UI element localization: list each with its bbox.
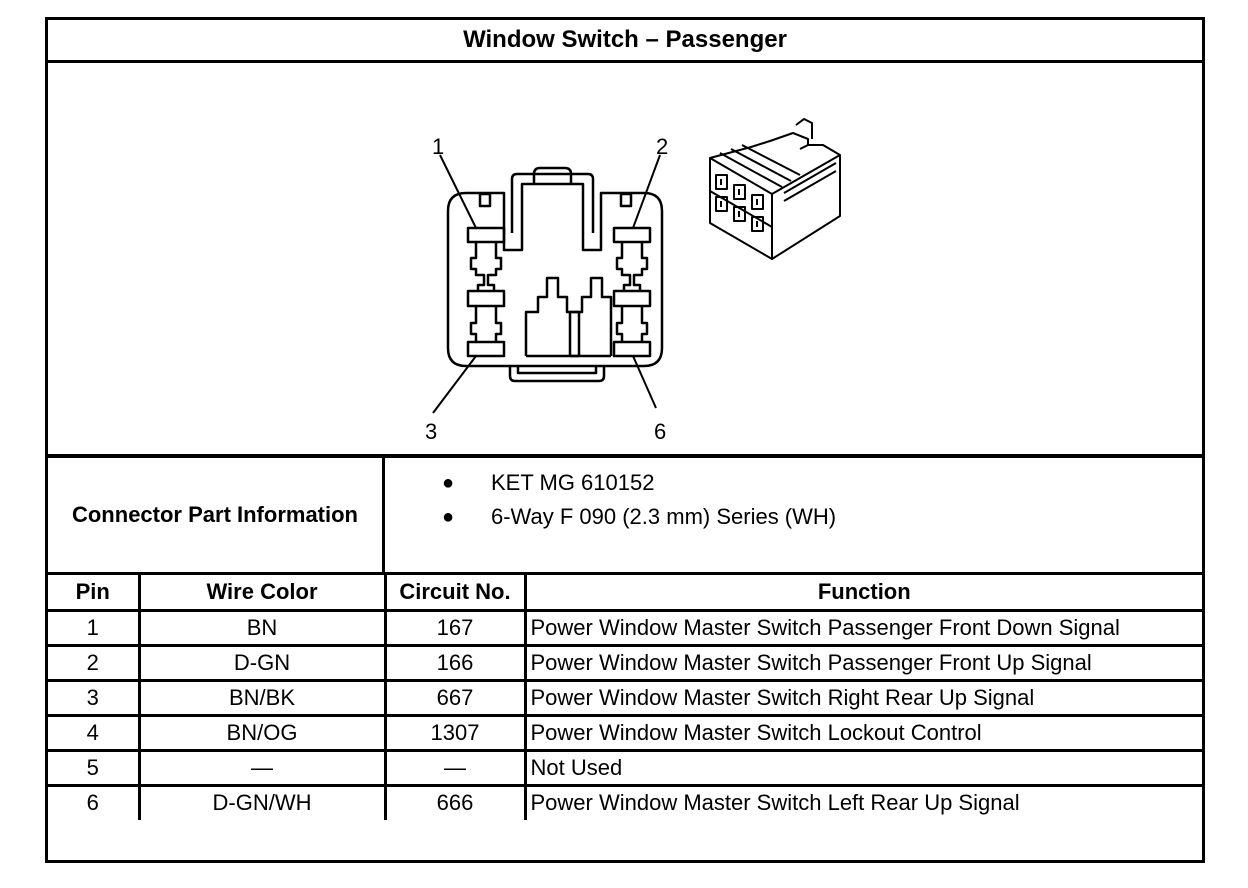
cell-wire-color: BN/OG — [137, 713, 387, 752]
cell-wire-color: — — [137, 748, 387, 787]
pin-6-label: 6 — [654, 419, 666, 444]
column-header-circuit: Circuit No. — [383, 575, 527, 612]
connector-series: 6-Way F 090 (2.3 mm) Series (WH) — [491, 504, 837, 529]
pin-3-label: 3 — [425, 419, 437, 444]
column-header-pin: Pin — [48, 575, 141, 612]
table-row: 4 BN/OG 1307 Power Window Master Switch … — [48, 713, 1202, 752]
table-row: 5 — — Not Used — [48, 748, 1202, 787]
cell-circuit: 666 — [383, 783, 527, 820]
pin-2-label: 2 — [656, 134, 668, 159]
cell-function: Power Window Master Switch Left Rear Up … — [523, 783, 1202, 820]
bullet-icon: ● — [442, 472, 455, 494]
connector-face-diagram: 1 2 3 6 — [425, 118, 841, 444]
connector-part-info-list: ● KET MG 610152 ● 6-Way F 090 (2.3 mm) S… — [385, 466, 836, 534]
cell-wire-color: BN — [137, 608, 387, 647]
connector-drawing: 1 2 3 6 — [48, 63, 1202, 458]
cell-pin: 1 — [48, 608, 141, 647]
cell-pin: 6 — [48, 783, 141, 820]
pin-leader-lines — [432, 154, 661, 414]
pinout-table: Pin Wire Color Circuit No. Function 1 BN… — [48, 575, 1202, 820]
pin-cavity-left-column — [466, 226, 506, 358]
connector-part-info: Connector Part Information ● KET MG 6101… — [48, 458, 1202, 575]
table-row: 6 D-GN/WH 666 Power Window Master Switch… — [48, 783, 1202, 820]
cell-circuit: 167 — [383, 608, 527, 647]
column-header-wire-color: Wire Color — [137, 575, 387, 612]
cell-function: Power Window Master Switch Right Rear Up… — [523, 678, 1202, 717]
cell-pin: 4 — [48, 713, 141, 752]
cell-function: Power Window Master Switch Passenger Fro… — [523, 608, 1202, 647]
cell-circuit: — — [383, 748, 527, 787]
cell-pin: 5 — [48, 748, 141, 787]
table-row: 3 BN/BK 667 Power Window Master Switch R… — [48, 678, 1202, 717]
part-number: KET MG 610152 — [491, 470, 655, 495]
cell-wire-color: D-GN/WH — [137, 783, 387, 820]
list-item: ● KET MG 610152 — [385, 466, 836, 500]
cell-function: Power Window Master Switch Passenger Fro… — [523, 643, 1202, 682]
table-row: 1 BN 167 Power Window Master Switch Pass… — [48, 608, 1202, 647]
connector-part-info-label: Connector Part Information — [48, 458, 385, 572]
cell-wire-color: D-GN — [137, 643, 387, 682]
pin-1-label: 1 — [432, 134, 444, 159]
cell-circuit: 1307 — [383, 713, 527, 752]
cell-pin: 2 — [48, 643, 141, 682]
cell-function: Power Window Master Switch Lockout Contr… — [523, 713, 1202, 752]
column-header-function: Function — [523, 575, 1202, 612]
pin-cavity-center — [524, 276, 613, 358]
cell-function: Not Used — [523, 748, 1202, 787]
connector-sheet: Window Switch – Passenger — [45, 17, 1205, 863]
table-header-row: Pin Wire Color Circuit No. Function — [48, 575, 1202, 612]
page-title: Window Switch – Passenger — [48, 20, 1202, 63]
cell-circuit: 166 — [383, 643, 527, 682]
list-item: ● 6-Way F 090 (2.3 mm) Series (WH) — [385, 500, 836, 534]
cell-wire-color: BN/BK — [137, 678, 387, 717]
connector-isometric-view — [709, 118, 841, 260]
bullet-icon: ● — [442, 506, 455, 528]
pin-cavity-right-column — [612, 226, 652, 358]
cell-circuit: 667 — [383, 678, 527, 717]
cell-pin: 3 — [48, 678, 141, 717]
connector-housing — [446, 166, 664, 383]
table-row: 2 D-GN 166 Power Window Master Switch Pa… — [48, 643, 1202, 682]
